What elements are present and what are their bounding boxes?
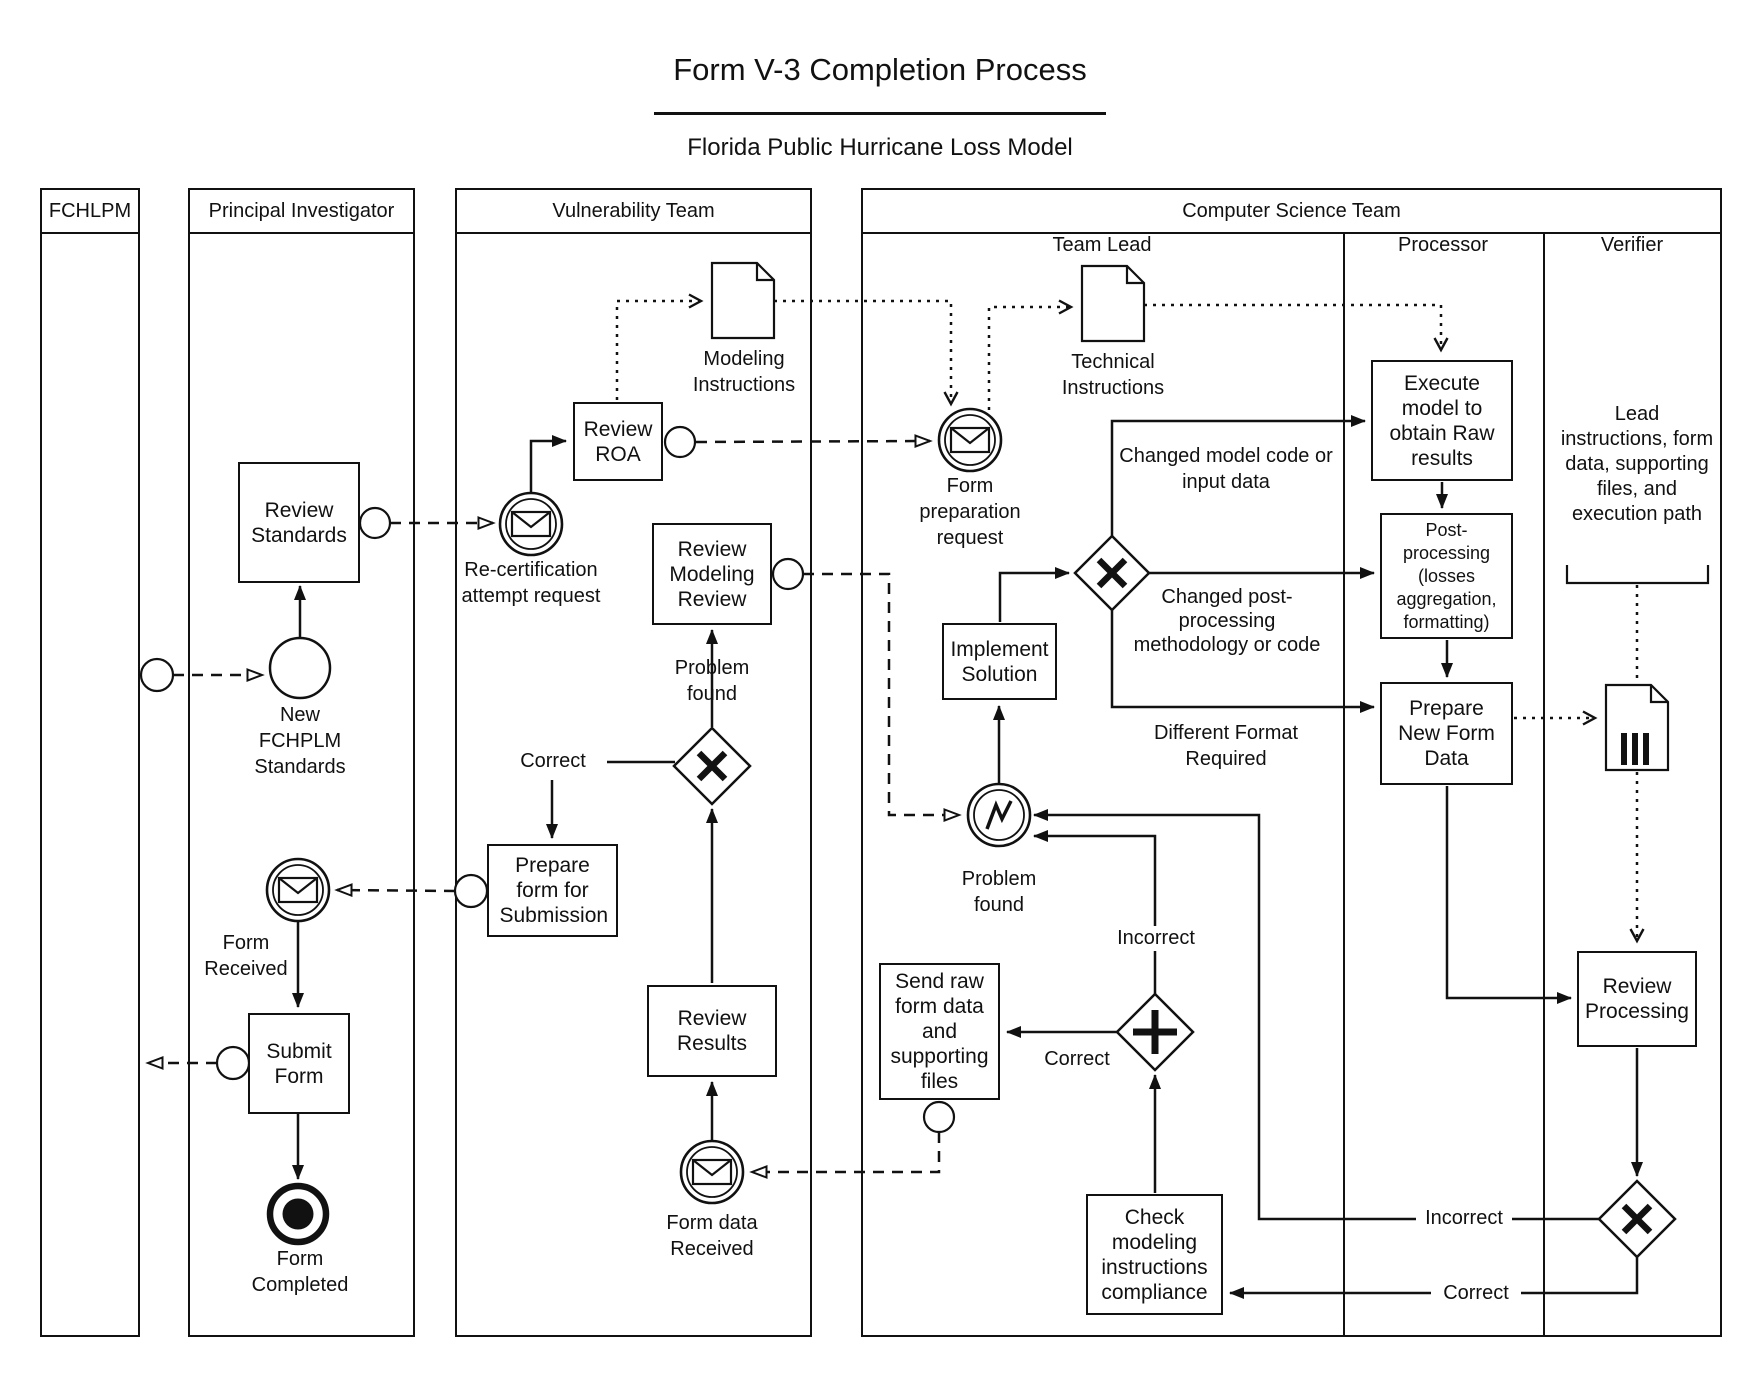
- error-event-problem-found: [966, 782, 1032, 848]
- message-event-form-data-received: [679, 1139, 745, 1205]
- annotation-bracket: [1565, 565, 1710, 585]
- annotation-verifier-note: Lead instructions, form data, supporting…: [1560, 403, 1714, 525]
- parallel-gateway-check: [1115, 992, 1195, 1072]
- label-correct-team-lead: Correct: [1044, 1048, 1110, 1070]
- label-recertification-request: Re-certification attempt request: [461, 559, 601, 607]
- label-form-preparation-request: Form preparation request: [919, 475, 1021, 549]
- flow-verifier-incorrect: [1033, 809, 1599, 1221]
- message-event-form-received: [265, 857, 331, 923]
- msg-review-modeling-to-problem-found: [803, 572, 962, 822]
- task-post-processing: Post-processing (losses aggregation, for…: [1380, 513, 1513, 639]
- label-correct-verifier: Correct: [1431, 1281, 1521, 1306]
- label-correct-vulnerability: Correct: [520, 750, 586, 772]
- error-lightning-icon: [985, 800, 1013, 830]
- plus-icon: [1133, 1010, 1177, 1054]
- msg-prepare-form-to-form-received: [334, 883, 456, 898]
- assoc-review-roa-to-modeling-instructions: [615, 293, 704, 400]
- flow-recert-to-review-roa: [529, 435, 567, 492]
- link-circle-prepare-form: [453, 873, 489, 909]
- lane-fchlpm: FCHLPM: [40, 188, 140, 1337]
- message-icon: [277, 876, 319, 904]
- label-problem-found-event: Problem found: [961, 868, 1037, 916]
- link-circle-send-raw: [922, 1100, 956, 1134]
- label-incorrect-team-lead: Incorrect: [1108, 926, 1204, 951]
- document-icon-form-results: [1604, 683, 1670, 772]
- sublane-verifier-title: Verifier: [1600, 234, 1664, 256]
- xor-gateway-verifier: [1597, 1179, 1677, 1259]
- lane-principal-investigator: Principal Investigator: [188, 188, 415, 1337]
- lane-fchlpm-title: FCHLPM: [42, 190, 138, 234]
- label-form-data-received: Form data Received: [666, 1212, 758, 1260]
- start-event-new-standards: [268, 636, 332, 700]
- label-changed-post-processing: Changed post-processing methodology or c…: [1133, 586, 1321, 656]
- message-icon: [949, 426, 991, 454]
- message-event-form-preparation-request: [937, 407, 1003, 473]
- link-circle-fchlpm-start: [139, 657, 175, 693]
- sublane-team-lead-title: Team Lead: [1052, 234, 1152, 256]
- task-review-standards: Review Standards: [238, 462, 360, 583]
- task-execute-model: Execute model to obtain Raw results: [1371, 360, 1513, 481]
- lane-vulnerability-team-title: Vulnerability Team: [457, 190, 810, 234]
- label-changed-model-code: Changed model code or input data: [1119, 445, 1333, 493]
- msg-review-roa-to-form-prep-request: [695, 434, 933, 449]
- task-prepare-form-for-submission: Prepare form for Submission: [487, 844, 618, 937]
- link-circle-review-roa: [663, 425, 697, 459]
- label-modeling-instructions: Modeling Instructions: [692, 348, 796, 396]
- task-submit-form: Submit Form: [248, 1013, 350, 1114]
- task-implement-solution: Implement Solution: [942, 623, 1057, 700]
- lane-principal-investigator-title: Principal Investigator: [190, 190, 413, 234]
- task-review-modeling-review: Review Modeling Review: [652, 523, 772, 625]
- flow-changed-model-code: [1110, 415, 1366, 536]
- lane-computer-science-team: Computer Science Team: [861, 188, 1722, 1337]
- message-icon: [510, 510, 552, 538]
- lane-computer-science-team-title: Computer Science Team: [863, 190, 1720, 234]
- sublane-processor-title: Processor: [1397, 234, 1489, 256]
- title-underline: [654, 112, 1106, 115]
- msg-send-raw-to-form-data-received: [749, 1132, 941, 1179]
- assoc-technical-instructions-to-execute: [1144, 303, 1449, 353]
- xor-icon: [1096, 557, 1128, 589]
- flow-prepare-new-form-to-review-processing: [1445, 786, 1572, 1004]
- xor-gateway-vulnerability: [672, 726, 752, 806]
- multi-instance-icon: [1621, 733, 1649, 765]
- document-icon-modeling-instructions: [710, 261, 776, 340]
- label-form-completed: Form Completed: [251, 1248, 349, 1296]
- message-event-recertification: [498, 491, 564, 557]
- label-form-received: Form Received: [204, 932, 288, 980]
- link-circle-review-standards: [358, 506, 392, 540]
- sublane-divider-teamlead-processor: [1343, 232, 1345, 1335]
- link-circle-review-modeling-review: [771, 557, 805, 591]
- label-new-fchplm-standards: New FCHPLM Standards: [254, 704, 346, 778]
- task-check-modeling-instructions: Check modeling instructions compliance: [1086, 1194, 1223, 1315]
- page-subtitle: Florida Public Hurricane Loss Model: [687, 134, 1073, 161]
- end-event-form-completed: [266, 1182, 330, 1246]
- label-different-format-required: Different Format Required: [1153, 722, 1299, 770]
- flow-implement-solution-to-gateway: [998, 567, 1070, 622]
- task-review-roa: Review ROA: [573, 402, 663, 481]
- label-technical-instructions: Technical Instructions: [1061, 351, 1165, 399]
- assoc-modeling-instructions-to-form-prep: [774, 299, 959, 407]
- xor-gateway-team-lead: [1073, 534, 1151, 612]
- sublane-divider-processor-verifier: [1543, 232, 1545, 1335]
- message-icon: [691, 1158, 733, 1186]
- page-title: Form V-3 Completion Process: [673, 52, 1087, 87]
- xor-icon: [696, 750, 728, 782]
- document-icon-technical-instructions: [1080, 264, 1146, 343]
- label-problem-found-gateway: Problem found: [674, 657, 750, 705]
- flow-different-format: [1110, 610, 1375, 713]
- xor-icon: [1621, 1203, 1653, 1235]
- task-review-processing: Review Processing: [1577, 951, 1697, 1047]
- flow-plus-gateway-incorrect: [1033, 830, 1157, 994]
- link-circle-submit-form: [215, 1045, 251, 1081]
- label-incorrect-verifier: Incorrect: [1416, 1206, 1512, 1231]
- flow-verifier-correct: [1229, 1257, 1639, 1299]
- task-prepare-new-form-data: Prepare New Form Data: [1380, 682, 1513, 785]
- task-review-results: Review Results: [647, 985, 777, 1077]
- task-send-raw-form-data: Send raw form data and supporting files: [879, 963, 1000, 1100]
